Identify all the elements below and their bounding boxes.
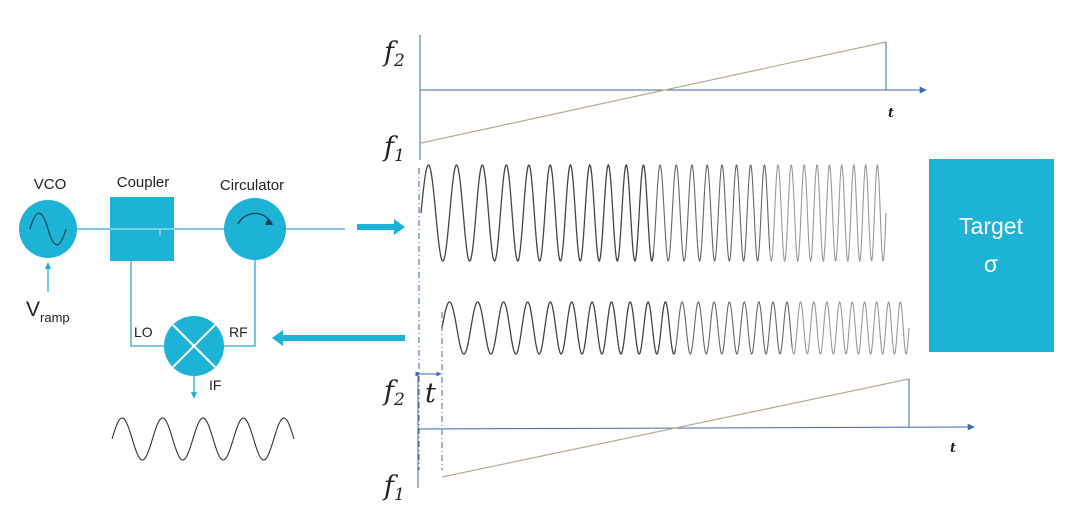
- delay-t-label: t: [425, 378, 436, 409]
- circulator-to-rf-line: [223, 260, 256, 347]
- transmit-arrow: [357, 219, 405, 235]
- direction-arrows: [272, 219, 405, 346]
- vco-label: VCO: [34, 176, 67, 193]
- upper-frequency-plot: f2 f1 t: [382, 35, 927, 166]
- received-chirp-segment: [558, 301, 677, 355]
- upper-f1-label: f1: [382, 132, 405, 166]
- circular-arrow-head-icon: [265, 218, 273, 225]
- if-label: IF: [209, 377, 221, 393]
- received-chirp-segment: [674, 301, 793, 355]
- lower-f1-label: f1: [382, 471, 405, 505]
- transmitted-chirp: [420, 163, 887, 263]
- lower-frequency-plot: f2 f1 t: [382, 372, 975, 505]
- upper-f2-label: f2: [382, 37, 405, 71]
- circulator-circle: [224, 198, 286, 260]
- sine-icon: [29, 212, 67, 246]
- transmitted-chirp-segment: [769, 163, 887, 263]
- lower-ramp-line: [441, 378, 910, 478]
- received-chirp: [441, 301, 910, 355]
- upper-t-label: t: [888, 106, 894, 121]
- if-output-waveform: [111, 417, 295, 461]
- circulator-label: Circulator: [220, 177, 284, 194]
- target-label: Target: [959, 213, 1024, 239]
- transmitted-chirp-segment: [652, 163, 771, 262]
- receive-arrow: [272, 330, 405, 346]
- target-sigma-label: σ: [984, 251, 998, 277]
- upper-ramp-line: [420, 41, 887, 144]
- target-block: Target σ: [929, 159, 1054, 352]
- coupler-inner-line: [110, 228, 174, 236]
- transmitted-chirp-segment: [536, 164, 655, 262]
- received-chirp-segment: [791, 301, 910, 355]
- vramp-label: Vramp: [26, 298, 70, 325]
- target-box: [929, 159, 1054, 352]
- lower-f2-label: f2: [382, 376, 405, 410]
- lo-label: LO: [134, 324, 153, 340]
- delay-marker: t: [415, 168, 443, 470]
- rf-label: RF: [229, 324, 248, 340]
- transmitted-chirp-segment: [420, 164, 538, 262]
- coupler-label: Coupler: [117, 174, 170, 191]
- lower-x-axis: [417, 423, 975, 431]
- lower-t-label: t: [950, 441, 956, 456]
- chirp-waveforms: [420, 163, 910, 355]
- circuit-block: VCO Coupler Circulator Vramp LO RF IF: [19, 174, 345, 461]
- mixer-cross-icon: [172, 324, 216, 368]
- received-chirp-segment: [441, 301, 560, 355]
